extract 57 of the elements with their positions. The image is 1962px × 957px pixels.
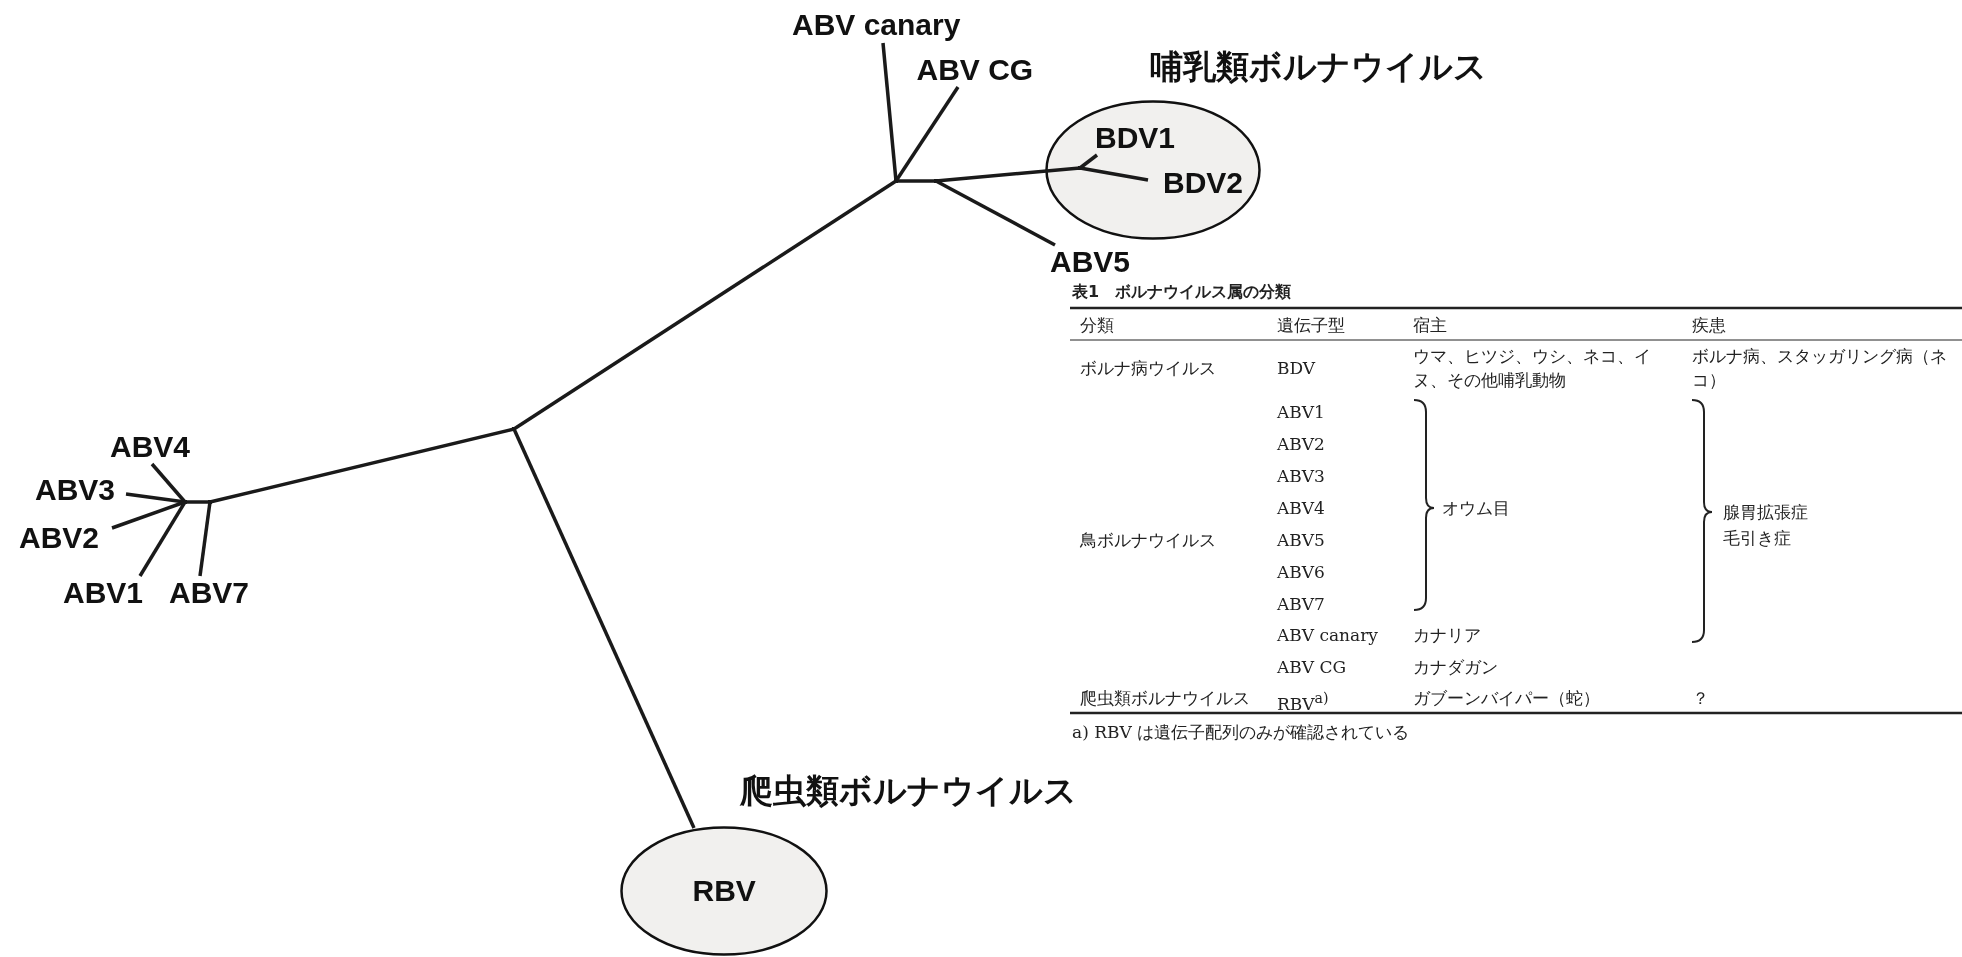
- table-cell-text: ボルナ病ウイルス: [1080, 357, 1216, 380]
- tree-branch: [1079, 166, 1149, 182]
- table-cell-text: 鳥ボルナウイルス: [1080, 529, 1216, 552]
- taxon-label: ABV3: [35, 473, 116, 507]
- table-cell-text: ABV canary: [1277, 624, 1378, 647]
- table-cell-text: ABV1: [1277, 401, 1325, 424]
- table-cell-text: ABV6: [1277, 561, 1325, 584]
- tree-branch: [881, 42, 898, 182]
- taxon-label: ABV2: [19, 521, 100, 555]
- taxon-label: ABV4: [110, 430, 191, 464]
- table-footnote: a) RBV は遺伝子配列のみが確認されている: [1072, 721, 1410, 744]
- column-header: 分類: [1080, 314, 1114, 337]
- taxon-label: ABV5: [1050, 245, 1131, 279]
- table-cell-text: ガブーンバイパー（蛇）: [1413, 687, 1600, 710]
- table-cell-text: ABV CG: [1277, 656, 1347, 679]
- tree-branch: [138, 501, 187, 577]
- table-cell-text: BDV: [1277, 357, 1316, 380]
- table-cell-text: カナダガン: [1413, 656, 1498, 679]
- table-cell-text: ？: [1692, 687, 1709, 710]
- tree-branch: [1078, 153, 1099, 170]
- column-header: 疾患: [1692, 314, 1726, 337]
- tree-branch: [111, 500, 186, 530]
- taxon-label: ABV1: [63, 576, 144, 610]
- table-cell-text: オウム目: [1442, 497, 1510, 520]
- group-heading: 哺乳類ボルナウイルス: [1150, 48, 1487, 86]
- table-title: 表1 ボルナウイルス属の分類: [1072, 281, 1292, 303]
- column-header: 宿主: [1413, 314, 1447, 337]
- table-cell-text: ABV7: [1277, 593, 1325, 616]
- table-cell-text: ABV2: [1277, 433, 1325, 456]
- taxon-label: BDV2: [1163, 166, 1244, 200]
- group-heading: 爬虫類ボルナウイルス: [740, 772, 1077, 810]
- taxon-label: ABV7: [169, 576, 250, 610]
- tree-branch: [209, 427, 515, 504]
- table-cell-text: ABV5: [1277, 529, 1325, 552]
- taxon-label: ABV canary: [792, 8, 961, 42]
- column-header: 遺伝子型: [1277, 314, 1345, 337]
- tree-branch: [513, 179, 897, 431]
- tree-branch: [894, 86, 960, 182]
- taxon-label: RBV: [692, 874, 756, 908]
- table-cell-text: RBV$^{a)}$: [1277, 689, 1329, 716]
- table-cell-text: カナリア: [1413, 624, 1481, 647]
- tree-branch: [935, 179, 1056, 247]
- tree-branch: [185, 500, 210, 504]
- branch-point: [512, 427, 516, 431]
- taxon-label: BDV1: [1095, 121, 1176, 155]
- table-cell-text: ボルナ病、スタッガリング病（ネコ）: [1692, 345, 1948, 392]
- tree-branch: [896, 179, 936, 183]
- table-cell-text: 毛引き症: [1723, 527, 1791, 550]
- table-cell-text: ABV4: [1277, 497, 1325, 520]
- table-cell-text: 腺胃拡張症: [1723, 501, 1808, 524]
- tree-branch: [935, 166, 1081, 183]
- table-cell-text: ABV3: [1277, 465, 1325, 488]
- taxon-label: ABV CG: [916, 53, 1034, 87]
- tree-branch: [512, 428, 696, 829]
- table-cell-text: 爬虫類ボルナウイルス: [1080, 687, 1250, 710]
- tree-branch: [198, 501, 212, 577]
- table-cell-text: ウマ、ヒツジ、ウシ、ネコ、イヌ、その他哺乳動物: [1413, 345, 1652, 392]
